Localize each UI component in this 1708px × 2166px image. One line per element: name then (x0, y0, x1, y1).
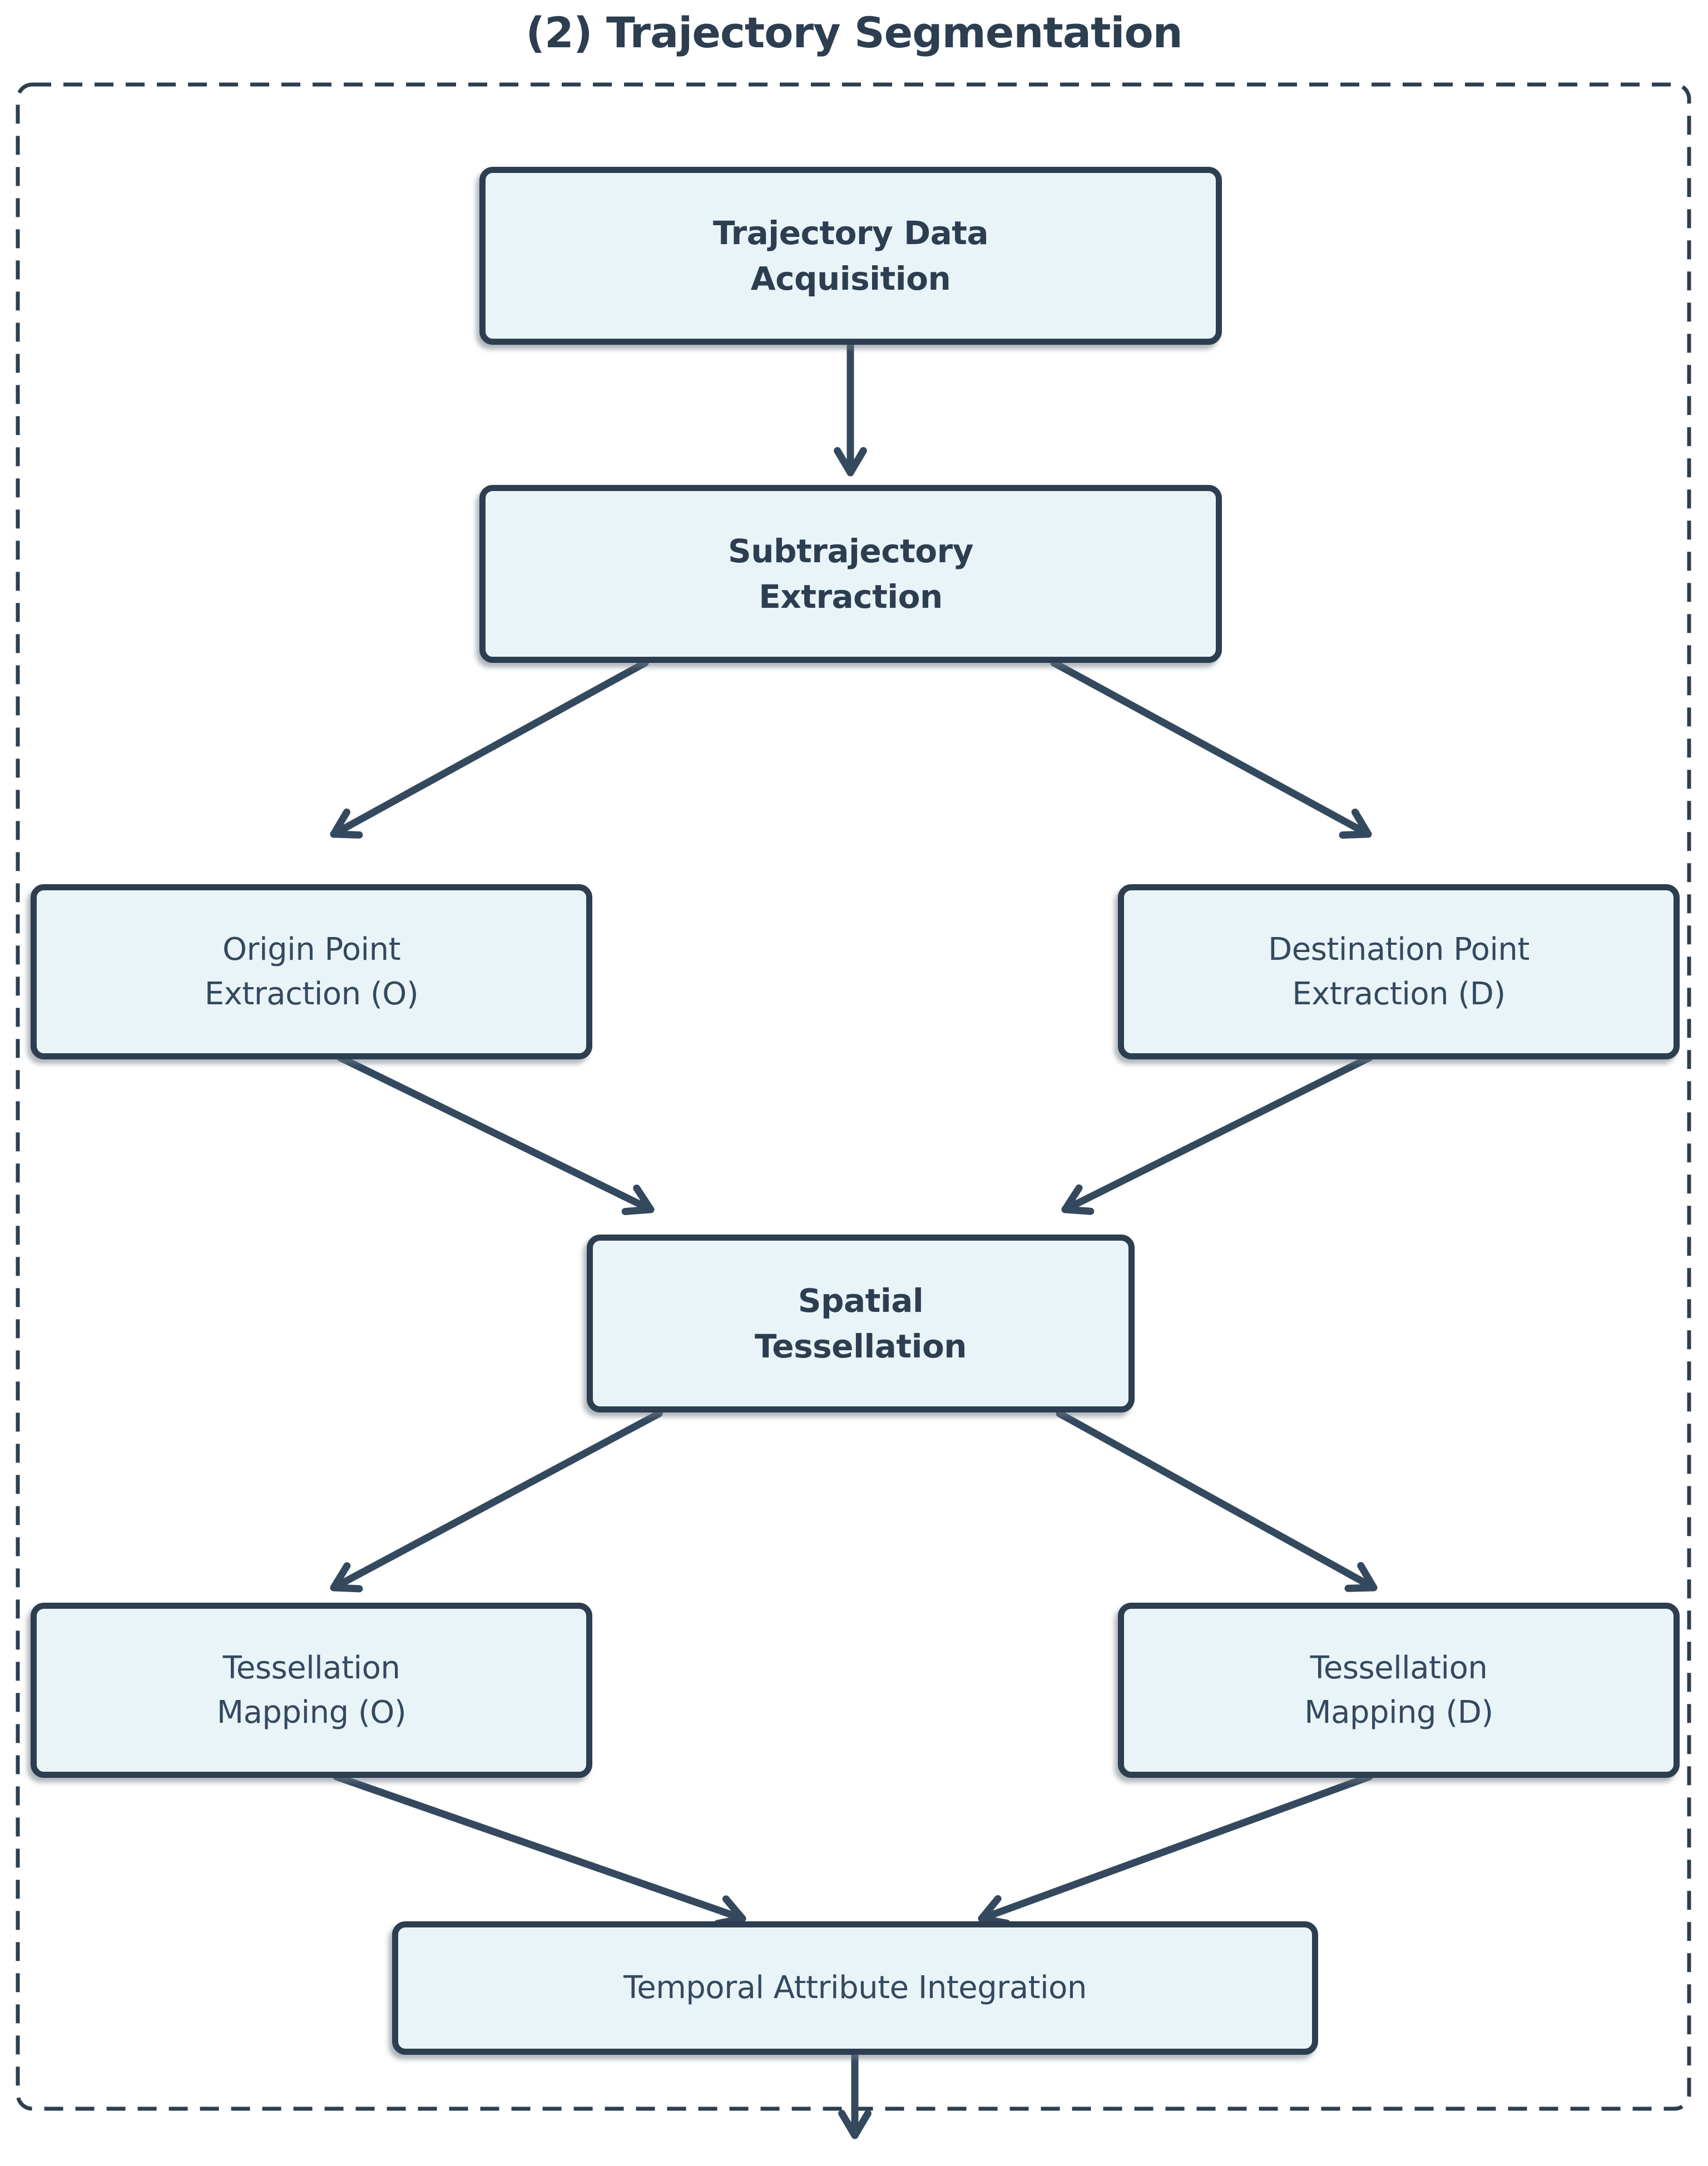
edge-origin-to-tessellation (336, 1054, 655, 1216)
edge-extraction-to-origin (330, 659, 649, 839)
node-tessellation-mapping-o: Tessellation Mapping (O) (31, 1603, 592, 1778)
node-label-line: Extraction (D) (1292, 975, 1506, 1012)
node-label-line: Mapping (D) (1304, 1694, 1493, 1731)
node-label-line: Destination Point (1268, 931, 1529, 968)
node-destination-point-extraction: Destination Point Extraction (D) (1118, 884, 1680, 1059)
edge-destination-to-tessellation (1061, 1054, 1373, 1215)
node-label-line: Subtrajectory (727, 532, 974, 570)
edge-mapping-o-to-temporal (333, 1773, 746, 1927)
node-tessellation-mapping-d: Tessellation Mapping (D) (1118, 1603, 1680, 1778)
node-label-line: Origin Point (222, 931, 401, 968)
node-label-line: Spatial (798, 1281, 924, 1320)
node-subtrajectory-extraction: Subtrajectory Extraction (479, 485, 1222, 663)
edge-mapping-d-to-temporal (978, 1773, 1373, 1927)
edge-extraction-to-destination (1050, 659, 1372, 839)
node-trajectory-data-acquisition: Trajectory Data Acquisition (479, 167, 1222, 345)
node-label-line: Tessellation (754, 1327, 967, 1365)
edge-tessellation-to-mapping-d (1056, 1410, 1378, 1592)
node-origin-point-extraction: Origin Point Extraction (O) (31, 884, 592, 1059)
node-label-line: Acquisition (750, 260, 951, 298)
page-title: (2) Trajectory Segmentation (526, 8, 1183, 57)
node-label-line: Trajectory Data (712, 214, 989, 252)
node-label-line: Extraction (O) (204, 975, 419, 1012)
node-label-line: Temporal Attribute Integration (623, 1970, 1087, 2006)
edge-tessellation-to-mapping-o (330, 1410, 663, 1593)
stage-dashed-border (16, 82, 1691, 2111)
node-label-line: Tessellation (1310, 1649, 1488, 1686)
node-spatial-tessellation: Spatial Tessellation (587, 1235, 1135, 1412)
node-temporal-attribute-integration: Temporal Attribute Integration (392, 1921, 1318, 2055)
node-label-line: Extraction (759, 578, 943, 616)
node-label-line: Tessellation (222, 1649, 400, 1686)
node-label-line: Mapping (O) (216, 1694, 407, 1731)
